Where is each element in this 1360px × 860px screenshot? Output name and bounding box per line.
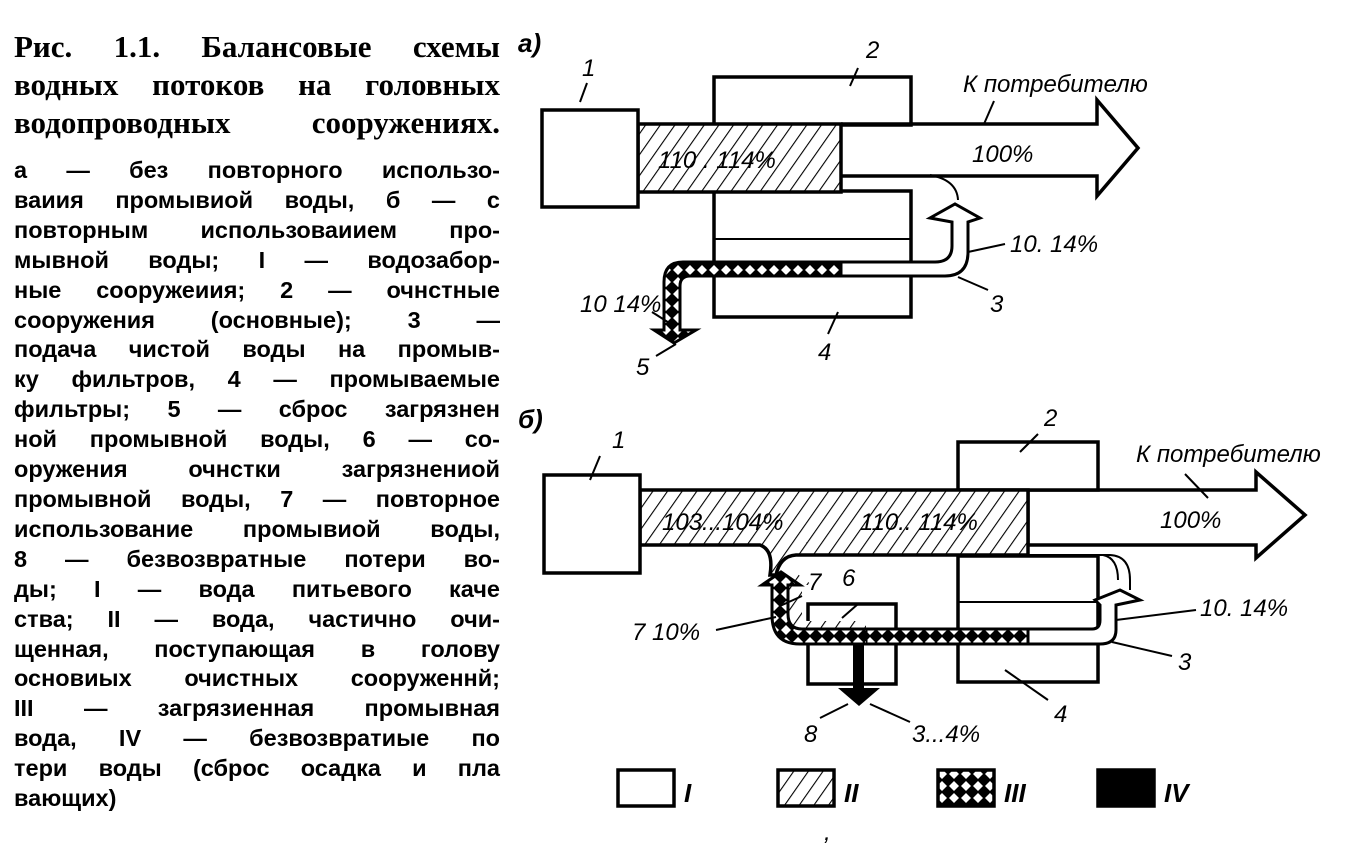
label-2: 2 [865, 37, 879, 64]
panel-label-a: а) [518, 28, 541, 58]
caption-title-line: водных потоков на головных [14, 67, 500, 102]
label-5: 5 [636, 354, 650, 381]
figure-caption: Рис. 1.1. Балансовые схемы водных потоко… [14, 28, 500, 814]
intake-box [542, 473, 642, 575]
caption-line: ку фильтров, 4 — промываемые [14, 366, 500, 393]
consumer-value: 100% [972, 141, 1033, 168]
caption-title: Рис. 1.1. Балансовые схемы водных потоко… [14, 28, 500, 142]
legend-swatch-crosshatched [936, 768, 996, 808]
caption-line: повторным использоваиием про- [14, 216, 500, 243]
caption-line: ной промывной воды, 6 — со- [14, 426, 500, 453]
raw-water-flow [636, 122, 843, 194]
caption-line: мывной воды; I — водозабор- [14, 246, 500, 273]
consumer-arrow [1026, 468, 1308, 562]
caption-line: щенная, поступающая в голову [14, 635, 500, 662]
treatment-facility-box [712, 75, 913, 127]
filter-box [712, 189, 913, 319]
sludge-loss-pipe [853, 644, 864, 688]
wash-water-pipe [1026, 588, 1145, 646]
caption-line: вода, IV — безвозвратиые по [14, 725, 500, 752]
caption-line: подача чистой воды на промыв- [14, 336, 500, 363]
loss-value: 3...4% [912, 721, 980, 748]
caption-title-line: водопроводных сооружениях. [14, 105, 500, 140]
caption-line: III — загрязиенная промывная [14, 695, 500, 722]
consumer-value: 100% [1160, 507, 1221, 534]
caption-title-line: Рис. 1.1. Балансовые схемы [14, 29, 500, 64]
label-1: 1 [582, 55, 595, 82]
label-4: 4 [818, 339, 831, 366]
reuse-value: 7 10% [632, 619, 700, 646]
legend-swatch-solid [1096, 768, 1156, 808]
panel-label-b: б) [518, 404, 543, 434]
scheme-a: а) 1 2 К потребителю 100% 110 . 114% 10.… [518, 28, 1148, 381]
stray-mark: , [824, 819, 831, 846]
label-1: 1 [612, 427, 625, 454]
legend-swatch-hatched [776, 768, 836, 808]
caption-line: 8 — безвозвратные потери во- [14, 545, 500, 572]
consumer-label: К потребителю [1136, 441, 1321, 468]
label-2: 2 [1043, 405, 1057, 432]
caption-line: использование промывиой воды, [14, 515, 500, 542]
caption-line: промывной воды, 7 — повторное [14, 485, 500, 512]
intake-box [540, 108, 640, 209]
wash-flow-value: 10. 14% [1200, 595, 1288, 622]
caption-line: а — без повторного использо- [14, 157, 500, 183]
legend-label: II [844, 778, 859, 808]
legend-label: III [1004, 778, 1026, 808]
treatment-facility-box [956, 440, 1100, 492]
caption-line: фильтры; 5 — сброс загрязнен [14, 396, 500, 423]
caption-line: основиых очистных сооруженнй; [14, 665, 500, 692]
caption-line: тери воды (сброс осадка и пла [14, 755, 500, 782]
label-6: 6 [842, 565, 856, 592]
raw-flow-value: 110 . 114% [658, 147, 776, 174]
caption-line: ные сооружеиия; 2 — очнстные [14, 276, 500, 303]
caption-line: оружения очнстки загрязнениой [14, 456, 500, 483]
caption-line: сооружения (основные); 3 — [14, 306, 500, 333]
dirty-wash-pipe [648, 260, 843, 345]
legend-label: IV [1164, 778, 1191, 808]
label-8: 8 [804, 721, 818, 748]
filter-box [956, 554, 1100, 684]
discharge-value: 10 14% [580, 291, 661, 318]
caption-line: ды; I — вода питьевого каче [14, 575, 500, 602]
label-3: 3 [990, 291, 1004, 318]
mixed-flow-value: 110.. 114% [860, 509, 978, 536]
scheme-b: б) 1 2 К потребителю 100% 103...104% 1 [518, 404, 1321, 748]
legend-swatch-empty [616, 768, 676, 808]
label-7: 7 [808, 569, 823, 596]
caption-line: ваиия промывиой воды, б — с [14, 186, 500, 213]
label-3: 3 [1178, 649, 1192, 676]
caption-line: вающих) [14, 785, 117, 812]
caption-body: а — без повторного использо-ваиия промыв… [14, 156, 500, 814]
consumer-label: К потребителю [963, 71, 1148, 98]
raw-flow-value: 103...104% [662, 509, 783, 536]
label-4: 4 [1054, 701, 1067, 728]
wash-flow-value: 10. 14% [1010, 231, 1098, 258]
legend-label: I [684, 778, 692, 808]
caption-line: ства; II — вода, частично очи- [14, 605, 500, 632]
dirty-wash-pipe [864, 627, 1030, 646]
wash-water-pipe [839, 202, 984, 278]
